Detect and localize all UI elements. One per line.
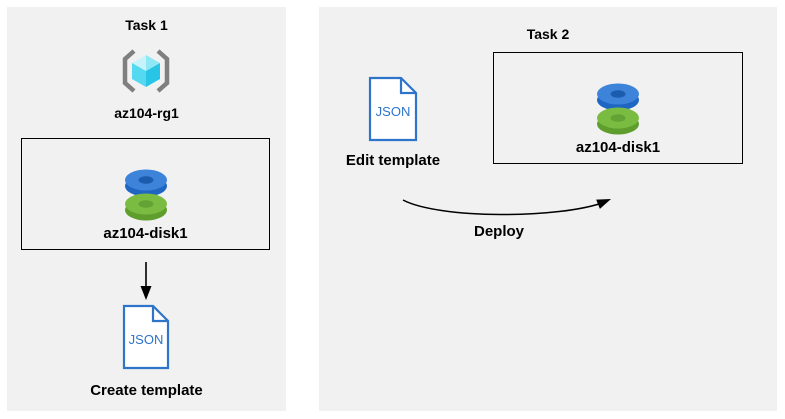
task1-disk-label: az104-disk1 bbox=[103, 225, 188, 242]
task2-disk-label: az104-disk1 bbox=[575, 139, 661, 156]
task1-disk-box: az104-disk1 bbox=[21, 138, 270, 250]
json-icon-text: JSON bbox=[129, 332, 164, 347]
task2-edit-caption: Edit template bbox=[345, 152, 441, 169]
task1-caption: Create template bbox=[90, 382, 203, 399]
task2-panel: Task 2 JSON Edit template az104-disk1 bbox=[319, 7, 777, 411]
down-arrow-icon bbox=[140, 262, 152, 300]
task2-deploy-label: Deploy bbox=[473, 223, 524, 240]
disk-icon bbox=[597, 83, 639, 135]
resource-group-label: az104-rg1 bbox=[114, 105, 179, 121]
task2-title: Task 2 bbox=[526, 26, 570, 42]
json-icon-text: JSON bbox=[376, 104, 411, 119]
resource-group-icon bbox=[122, 49, 170, 93]
task1-title: Task 1 bbox=[125, 17, 168, 33]
task2-disk-box: az104-disk1 bbox=[493, 52, 743, 164]
json-file-icon: JSON bbox=[368, 76, 418, 142]
task1-panel: Task 1 az104-rg1 az104-disk1 bbox=[7, 7, 286, 411]
deploy-arrow-icon bbox=[402, 199, 611, 216]
disk-icon bbox=[124, 169, 167, 221]
json-file-icon: JSON bbox=[122, 304, 170, 370]
